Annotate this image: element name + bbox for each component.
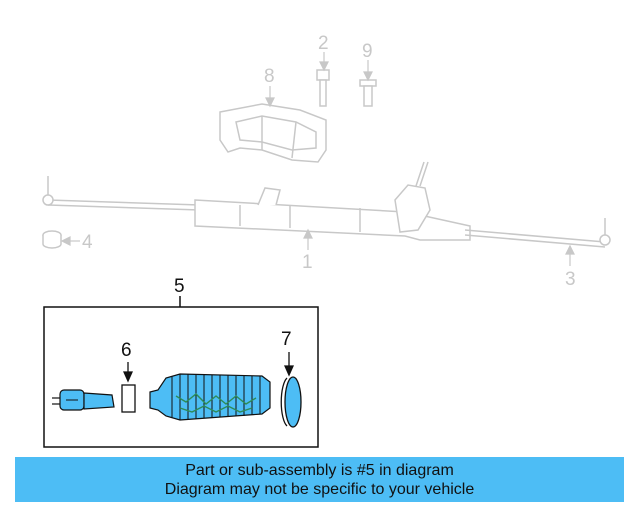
callout-6-leader xyxy=(122,362,134,383)
bolt-2 xyxy=(316,69,330,107)
callout-7: 7 xyxy=(281,329,292,350)
rack-boot xyxy=(149,373,271,421)
ghost-leaders xyxy=(60,52,575,266)
clamp-part xyxy=(121,384,136,413)
ring-part xyxy=(280,376,302,428)
callout-7-leader xyxy=(283,352,295,377)
mount-bracket xyxy=(219,103,327,163)
inner-tie-rod xyxy=(52,389,115,411)
callout-6: 6 xyxy=(121,340,132,361)
callout-9: 9 xyxy=(362,41,373,62)
banner-line-1: Part or sub-assembly is #5 in diagram xyxy=(185,461,454,479)
callout-5: 5 xyxy=(174,276,185,297)
nut-4 xyxy=(42,230,62,249)
callout-4: 4 xyxy=(82,232,93,253)
callout-1: 1 xyxy=(302,252,313,273)
banner-line-2: Diagram may not be specific to your vehi… xyxy=(164,480,475,498)
steering-rack xyxy=(42,161,611,248)
callout-3: 3 xyxy=(565,269,576,290)
info-banner: Part or sub-assembly is #5 in diagram Di… xyxy=(15,457,624,502)
bolt-9 xyxy=(359,79,377,107)
callout-8: 8 xyxy=(264,66,275,87)
callout-2: 2 xyxy=(318,33,329,54)
